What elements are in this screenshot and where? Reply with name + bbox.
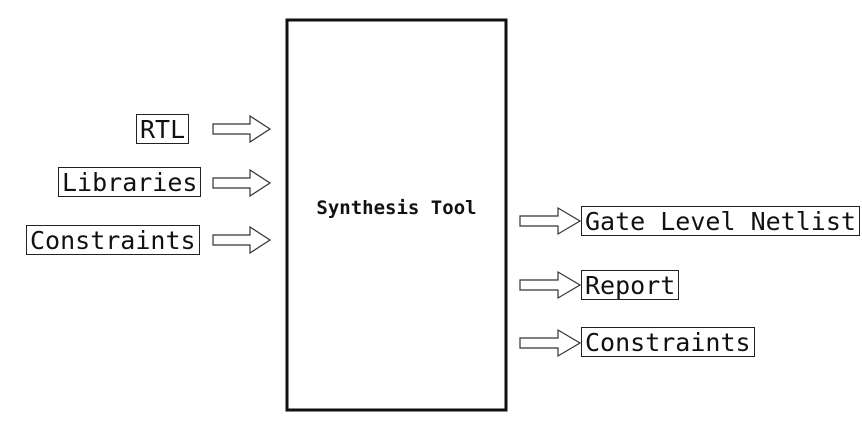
output-arrow-report	[519, 270, 582, 300]
output-label-report: Report	[581, 270, 680, 300]
input-arrow-libraries	[212, 168, 272, 198]
output-arrow-netlist	[519, 206, 582, 236]
input-label-rtl: RTL	[136, 114, 190, 144]
input-arrow-constraints	[212, 225, 272, 255]
output-label-netlist: Gate Level Netlist	[581, 206, 860, 236]
input-label-libraries: Libraries	[58, 167, 202, 197]
input-arrow-rtl	[212, 114, 272, 144]
input-label-constraints: Constraints	[26, 225, 200, 255]
synthesis-tool-label: Synthesis Tool	[316, 197, 477, 219]
output-arrow-constraints	[519, 328, 582, 358]
output-label-constraints: Constraints	[581, 327, 755, 357]
synthesis-tool-box	[285, 18, 508, 412]
